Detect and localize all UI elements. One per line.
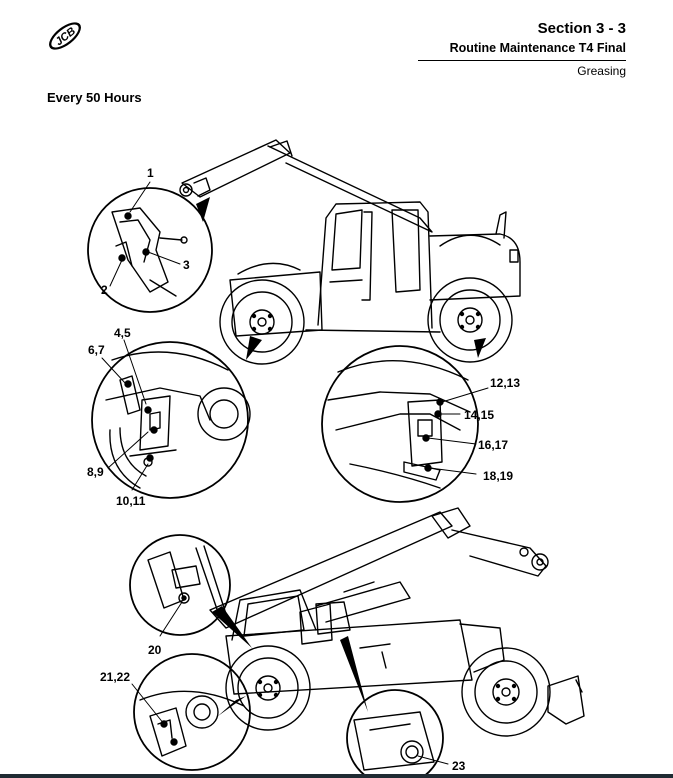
callout-16-17: 16,17	[478, 438, 508, 452]
callout-14-15: 14,15	[464, 408, 494, 422]
callout-6-7: 6,7	[88, 343, 105, 357]
detail-circle-12-19	[321, 345, 479, 503]
callout-18-19: 18,19	[483, 469, 513, 483]
detail-circle-1-3	[87, 187, 213, 313]
section-subtitle: Routine Maintenance T4 Final	[449, 41, 626, 55]
detail-circle-23	[346, 689, 444, 778]
interval-heading: Every 50 Hours	[47, 90, 142, 105]
telehandler-top	[179, 139, 521, 365]
callout-12-13: 12,13	[490, 376, 520, 390]
detail-circle-4-11	[91, 341, 251, 499]
callout-1: 1	[147, 166, 154, 180]
jcb-logo: JCB	[49, 22, 81, 50]
callout-20: 20	[148, 643, 162, 657]
callout-10-11: 10,11	[116, 494, 146, 508]
telehandler-bottom	[209, 507, 585, 737]
section-topic: Greasing	[577, 64, 626, 78]
callout-2: 2	[101, 283, 108, 297]
detail-circle-21-22	[133, 653, 251, 771]
callout-4-5: 4,5	[114, 326, 131, 340]
callout-8-9: 8,9	[87, 465, 104, 479]
header-divider	[418, 60, 626, 61]
callout-23: 23	[452, 759, 466, 773]
callout-21-22: 21,22	[100, 670, 130, 684]
bottom-bar	[0, 774, 673, 778]
section-title: Section 3 - 3	[537, 20, 626, 37]
detail-circle-20	[129, 534, 231, 636]
callout-3: 3	[183, 258, 190, 272]
